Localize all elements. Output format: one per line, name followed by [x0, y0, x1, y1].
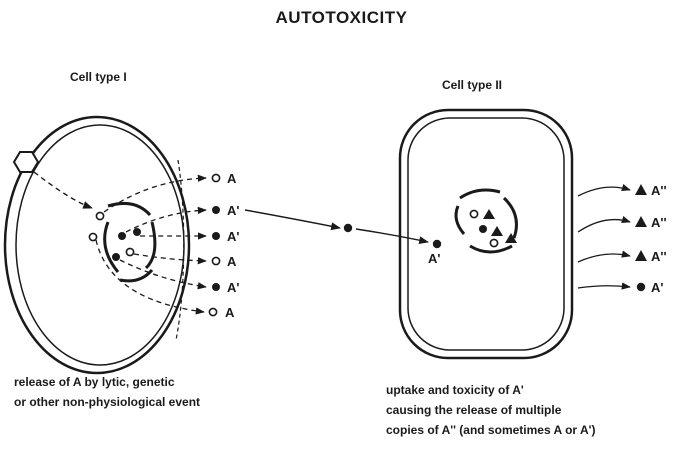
cell-2-output-label-3: A'' — [651, 249, 667, 264]
output-arrow — [578, 220, 630, 232]
cell-2-output-label-2: A'' — [651, 215, 667, 230]
output-arrow — [578, 187, 630, 196]
transfer-arrow — [245, 210, 340, 228]
hexagon-agent-icon — [14, 152, 38, 172]
release-arrow — [134, 254, 206, 261]
cell-2-a-open — [470, 210, 477, 217]
cell-2-nucleus-arc — [504, 198, 516, 238]
cell-2-a-open — [490, 239, 497, 246]
cell-2-caption-line: uptake and toxicity of A' — [386, 380, 595, 400]
output-a-double-prime-triangle — [635, 250, 647, 261]
cell-1-caption: release of A by lytic, genetic or other … — [14, 372, 200, 412]
molecule-a-open — [89, 233, 96, 240]
output-label-5: A' — [227, 280, 239, 295]
cell-1-nucleus-arc — [105, 222, 118, 272]
released-a-prime-filled — [212, 206, 220, 214]
molecule-a-prime-filled — [133, 228, 141, 236]
cell-2-entry-label: A' — [428, 251, 440, 266]
cell-2-nucleus-arc — [470, 246, 512, 252]
cell-2-inner-membrane — [408, 118, 564, 350]
released-a-open — [212, 257, 219, 264]
molecule-a-open — [96, 212, 103, 219]
output-a-prime-filled — [637, 283, 645, 291]
agent-entry-arrow — [34, 172, 92, 208]
release-arrow — [104, 178, 206, 212]
cell-2-nucleus-arc — [456, 206, 464, 234]
cell-2-a-double-prime-triangle — [483, 209, 495, 219]
released-a-prime-filled — [212, 283, 220, 291]
output-a-double-prime-triangle — [635, 184, 647, 195]
cell-1-caption-line: release of A by lytic, genetic — [14, 372, 200, 392]
output-label-2: A' — [227, 203, 239, 218]
cell-2-entry-molecule — [433, 240, 441, 248]
molecule-a-open — [126, 248, 133, 255]
release-arrow — [120, 260, 206, 287]
cell-1-nucleus-arc — [146, 222, 155, 268]
output-label-3: A' — [227, 229, 239, 244]
molecule-a-prime-filled — [112, 253, 120, 261]
cell-2-a-prime-filled — [479, 225, 487, 233]
cell-2-caption: uptake and toxicity of A' causing the re… — [386, 380, 595, 440]
output-label-1: A — [227, 171, 237, 186]
cell-1-inner-membrane — [16, 125, 184, 365]
molecule-a-prime-filled — [118, 232, 126, 240]
uptake-arrow — [356, 229, 428, 242]
released-a-prime-filled — [212, 232, 220, 240]
output-arrow — [578, 286, 630, 288]
cell-2-outer-membrane — [400, 110, 572, 358]
cell-2-a-double-prime-triangle — [491, 226, 503, 236]
released-a-open — [209, 308, 216, 315]
released-a-open — [212, 174, 219, 181]
cell-1-caption-line: or other non-physiological event — [14, 392, 200, 412]
cell-2-output-label-1: A'' — [651, 183, 667, 198]
output-label-6: A — [225, 305, 235, 320]
output-arrow — [578, 254, 630, 262]
cell-2-nucleus-arc — [460, 190, 500, 198]
output-a-double-prime-triangle — [635, 216, 647, 227]
cell-2-caption-line: causing the release of multiple — [386, 400, 595, 420]
cell-2-output-label-4: A' — [651, 280, 663, 295]
cell-2-caption-line: copies of A'' (and sometimes A or A') — [386, 420, 595, 440]
output-label-4: A — [227, 254, 237, 269]
transit-a-prime-filled — [344, 224, 352, 232]
